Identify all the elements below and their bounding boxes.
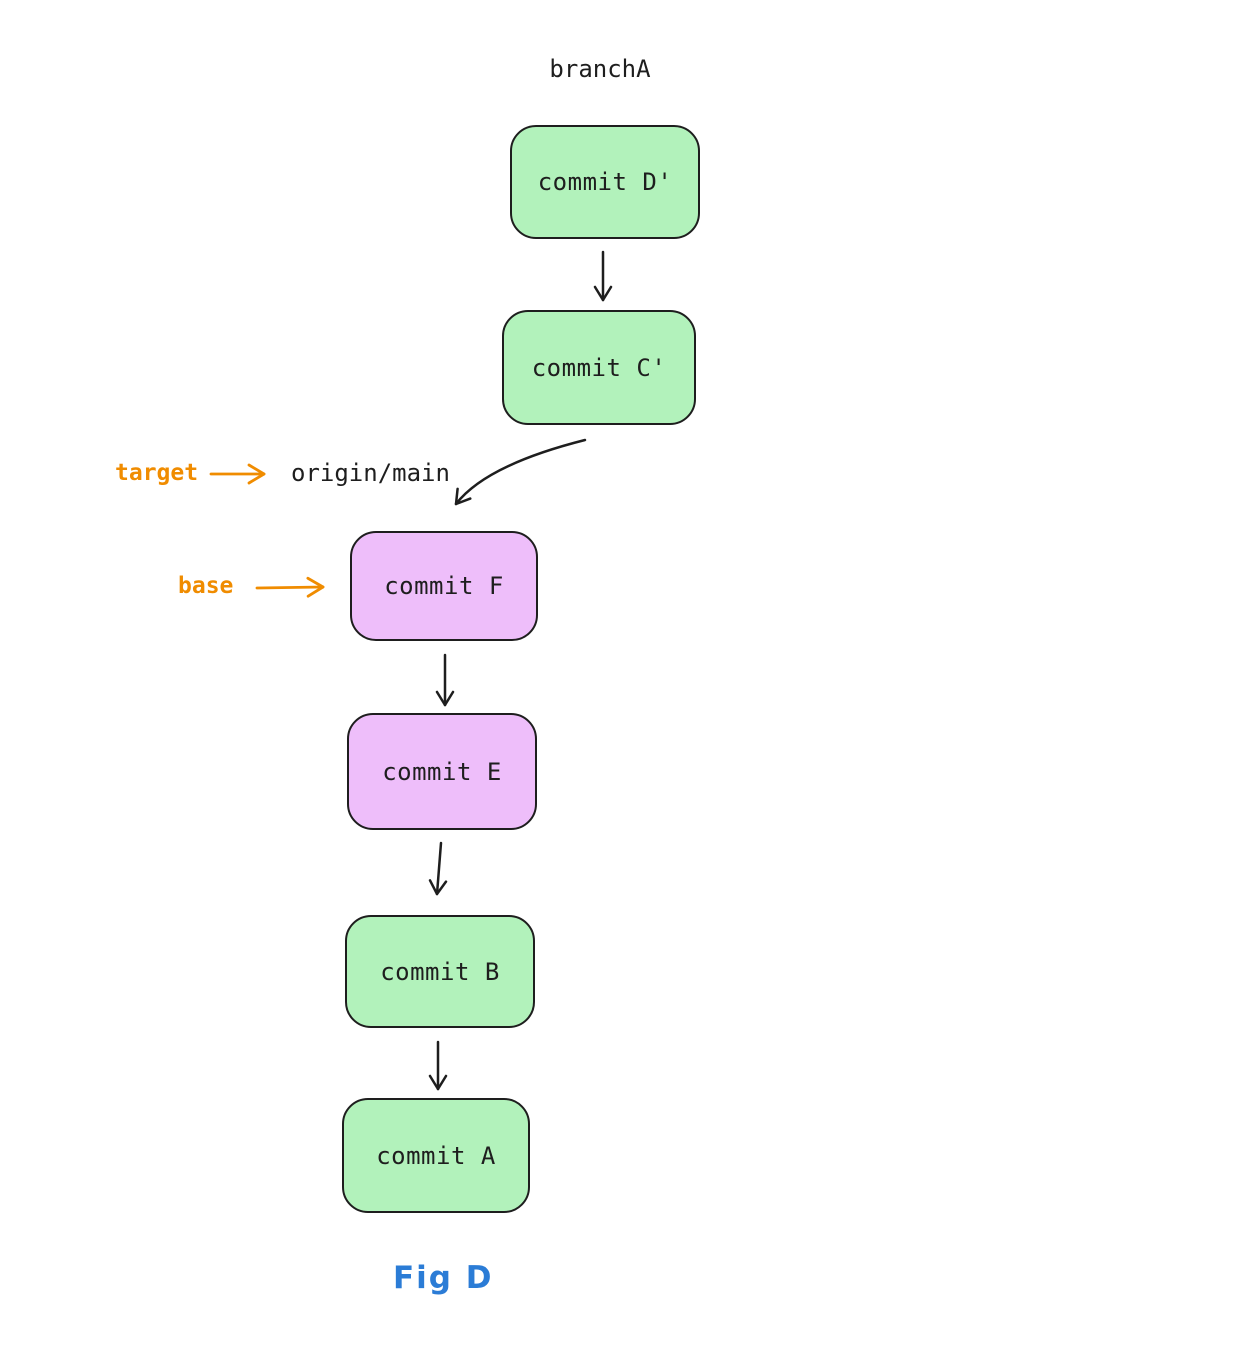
commit-node-e: commit E bbox=[347, 713, 537, 830]
target-annotation-label: target bbox=[115, 460, 199, 486]
commit-node-a: commit A bbox=[342, 1098, 530, 1213]
commit-node-f: commit F bbox=[350, 531, 538, 641]
origin-main-ref-label: origin/main bbox=[291, 459, 450, 487]
commit-node-d-prime: commit D' bbox=[510, 125, 700, 239]
branch-label: branchA bbox=[549, 55, 651, 83]
figure-caption: Fig D bbox=[393, 1260, 494, 1296]
commit-node-c-prime: commit C' bbox=[502, 310, 696, 425]
arrow-commit-cprime-to-commit-f bbox=[454, 438, 587, 506]
arrow-base-annotation bbox=[255, 576, 325, 598]
base-annotation-label: base bbox=[178, 573, 234, 599]
arrow-commit-e-to-b bbox=[428, 841, 448, 896]
commit-node-b: commit B bbox=[345, 915, 535, 1028]
